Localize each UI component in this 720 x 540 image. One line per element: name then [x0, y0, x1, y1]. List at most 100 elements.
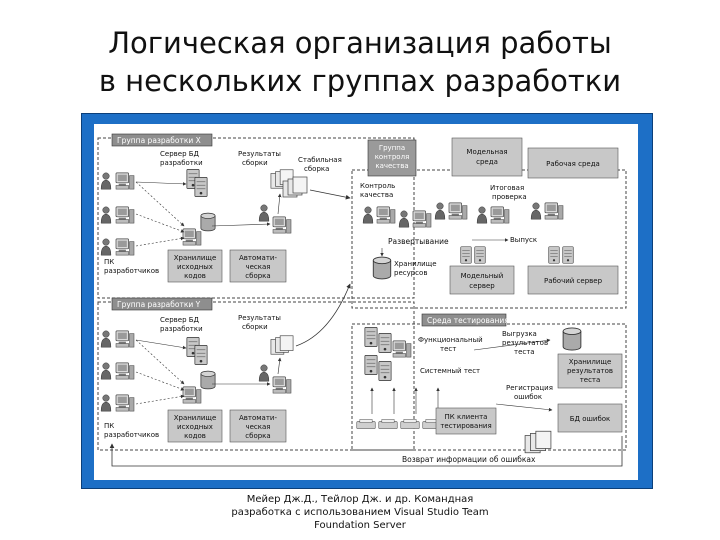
diagram-frame: Группа разработки X ПК разработчиков Сер… — [81, 113, 653, 489]
group-y-source-store-label-2: исходных — [177, 423, 213, 431]
group-x-arrow-5 — [211, 222, 271, 227]
group-y-source-store-label-3: кодов — [184, 432, 206, 440]
group-y-boundary — [97, 301, 415, 451]
group-y-dev-pcs-label-2: разработчиков — [104, 431, 159, 439]
results-store-box — [557, 353, 623, 389]
group-x-arrow-1 — [135, 181, 185, 227]
group-x-source-store-box — [167, 249, 223, 283]
group-x-db-server-label-1: Сервер БД — [160, 150, 200, 158]
group-y-build-results-label-1: Результаты — [238, 314, 281, 322]
upload-results-label-3: теста — [514, 348, 535, 356]
qa-resource-store-label-2: ресурсов — [394, 269, 427, 277]
slide-title: Логическая организация работы в нескольк… — [0, 24, 720, 100]
qa-header-box — [367, 139, 417, 177]
group-x-stable-build-label-1: Стабильная — [298, 156, 342, 164]
group-y-arrow-1 — [135, 339, 185, 385]
group-y-db-server-icon-2 — [194, 344, 208, 366]
qa-resource-store-label-1: Хранилище — [394, 260, 437, 268]
group-x-stable-build-label-2: сборка — [304, 165, 329, 173]
group-x-arrow-6 — [277, 193, 282, 215]
test-server-icon-3 — [364, 354, 378, 376]
group-x-source-store-label-2: исходных — [177, 263, 213, 271]
results-store-label-3: теста — [580, 376, 601, 384]
group-y-auto-build-label-3: сборка — [245, 432, 270, 440]
group-y-arrow-3 — [135, 394, 185, 405]
group-x-arrow-2 — [135, 213, 185, 233]
citation: Мейер Дж.Д., Тейлор Дж. и др. Командная … — [200, 493, 520, 532]
model-server-box — [449, 265, 515, 295]
test-client-label-1: ПК клиента — [445, 413, 488, 421]
bug-return-arrow — [109, 436, 623, 467]
citation-line-1: Мейер Дж.Д., Тейлор Дж. и др. Командная — [246, 494, 474, 505]
group-y-db-server-label-2: разработки — [160, 325, 203, 333]
test-server-icon-1 — [364, 326, 378, 348]
group-y-auto-build-box — [229, 409, 287, 443]
group-x-db-server-label-2: разработки — [160, 159, 203, 167]
model-server-label-2: сервер — [469, 282, 495, 290]
group-x-build-results-label-2: сборки — [242, 159, 268, 167]
system-test-label: Системный тест — [420, 367, 480, 375]
results-store-label-1: Хранилище — [569, 358, 612, 366]
bug-register-label-2: ошибок — [514, 393, 542, 401]
bug-register-arrow — [495, 403, 553, 412]
group-y-source-store-label-1: Хранилище — [174, 414, 217, 422]
citation-line-2: разработка с использованием Visual Studi… — [231, 507, 489, 518]
work-env-box — [527, 147, 619, 179]
group-x-auto-build-box — [229, 249, 287, 283]
model-env-box — [451, 137, 523, 177]
group-x-build-pc-icon — [272, 216, 292, 234]
work-server-label: Рабочий сервер — [544, 277, 603, 285]
group-y-arrow-6 — [277, 357, 282, 375]
bug-register-label-1: Регистрация — [506, 384, 553, 392]
group-y-header — [111, 297, 213, 311]
test-client-label-2: тестирования — [440, 422, 491, 430]
test-client-box — [435, 407, 497, 435]
group-x-build-results-label-1: Результаты — [238, 150, 281, 158]
bug-return-label: Возврат информации об ошибках — [402, 455, 536, 464]
group-y-build-results-label-2: сборки — [242, 323, 268, 331]
test-server-icon-4 — [378, 360, 392, 382]
test-env-header-text: Среда тестирования — [427, 316, 509, 325]
group-y-auto-build-label-2: ческая — [245, 423, 270, 431]
final-check-label-2: проверка — [492, 193, 527, 201]
group-x-source-pc-icon — [182, 228, 202, 246]
results-store-label-2: результатов — [567, 367, 613, 375]
qa-control-label-2: качества — [360, 191, 393, 199]
group-x-header-text: Группа разработки X — [117, 136, 201, 145]
functional-test-label-1: Функциональный — [418, 336, 483, 344]
upload-results-label-1: Выгрузка — [502, 330, 537, 338]
group-y-arrow-4 — [135, 339, 187, 350]
upload-results-arrow — [473, 338, 551, 351]
group-y-source-db-icon — [200, 370, 216, 390]
group-x-header — [111, 133, 213, 147]
group-x-arrow-3 — [135, 236, 185, 247]
final-check-label-1: Итоговая — [490, 184, 524, 192]
group-x-source-db-icon — [200, 212, 216, 232]
group-y-db-server-label-1: Сервер БД — [160, 316, 200, 324]
model-server-label-1: Модельный — [461, 272, 504, 280]
group-x-auto-build-label-2: ческая — [245, 263, 270, 271]
model-env-label-2: среда — [476, 158, 498, 166]
qa-resource-store-icon — [372, 256, 392, 280]
group-y-auto-build-label-1: Автомати- — [239, 414, 277, 422]
qa-deploy-label: Развертывание — [388, 237, 449, 246]
release-label: Выпуск — [510, 236, 537, 244]
model-server-icon-2 — [474, 246, 486, 264]
model-env-label-1: Модельная — [466, 148, 507, 156]
test-server-icon-2 — [378, 332, 392, 354]
group-x-source-store-label-3: кодов — [184, 272, 206, 280]
group-x-arrow-4 — [135, 181, 187, 186]
work-server-box — [527, 265, 619, 295]
group-y-dev-pcs-label-1: ПК — [104, 422, 114, 430]
group-x-dev-pcs-label-1: ПК — [104, 258, 114, 266]
citation-line-3: Foundation Server — [314, 520, 406, 531]
bug-db-label: БД ошибок — [570, 415, 611, 423]
functional-test-label-2: тест — [440, 345, 456, 353]
group-x-to-qa-arrow — [309, 189, 351, 200]
slide-title-line-1: Логическая организация работы — [108, 26, 612, 60]
work-env-label: Рабочая среда — [546, 160, 600, 168]
qa-header-label-1: Группа — [379, 144, 405, 152]
group-x-db-server-icon-2 — [194, 176, 208, 198]
work-server-icon-2 — [562, 246, 574, 264]
group-y-to-qa-arrow — [295, 283, 351, 347]
